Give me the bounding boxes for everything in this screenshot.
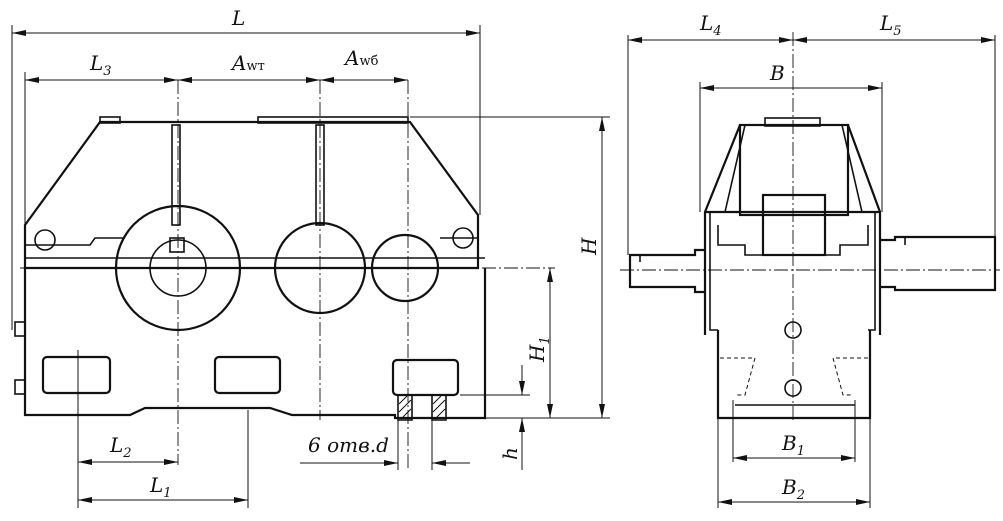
foot-window-2 <box>213 355 282 395</box>
output-shaft <box>880 235 997 292</box>
lifting-eye-left <box>34 229 56 251</box>
side-view <box>620 32 1000 508</box>
dim-L: L <box>231 6 245 30</box>
input-shaft <box>628 248 705 294</box>
dim-Awt: Awт <box>230 51 265 75</box>
dim-B: B <box>769 61 785 85</box>
foot-window-3 <box>391 358 460 397</box>
dim-H: H <box>577 237 601 256</box>
dim-Awb: Awб <box>343 46 379 70</box>
dim-h: h <box>498 447 522 460</box>
lifting-eye-right <box>452 227 474 249</box>
top-housing <box>738 123 850 217</box>
dim-B2: B2 <box>781 475 805 503</box>
holes-label: 6 отв.d <box>308 433 389 457</box>
dim-L3: L3 <box>89 51 112 79</box>
dim-L5: L5 <box>879 11 902 39</box>
housing-cover <box>23 120 480 270</box>
dim-L4: L4 <box>699 11 722 39</box>
foot-window-1 <box>41 355 112 395</box>
front-view <box>11 25 610 508</box>
dim-H1: H1 <box>525 336 553 363</box>
dim-B1: B1 <box>781 431 805 459</box>
dim-L1: L1 <box>149 473 172 501</box>
dim-L2: L2 <box>109 433 132 461</box>
